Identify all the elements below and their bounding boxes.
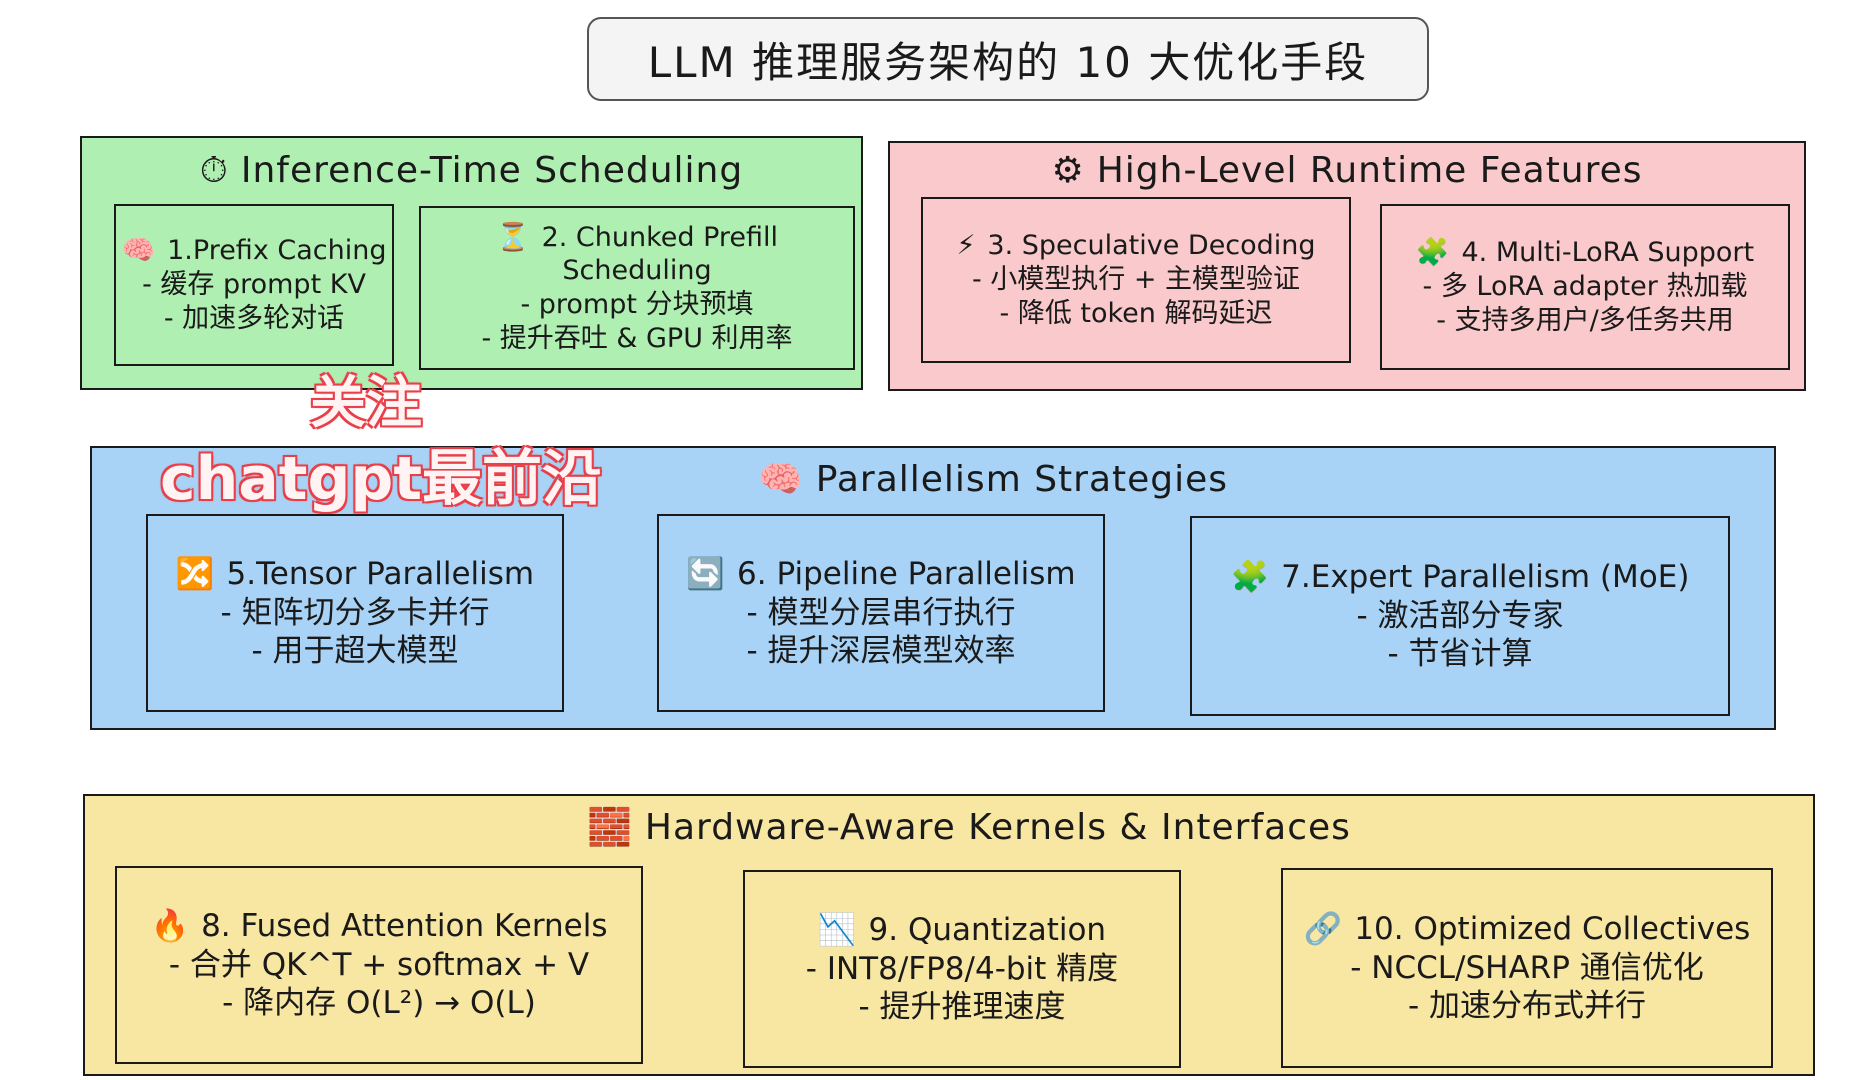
card-line: - 模型分层串行执行	[746, 594, 1016, 631]
card-line: - 加速多轮对话	[163, 302, 345, 334]
group-parallelism-strategies: 🧠 Parallelism Strategies 🔀5.Tensor Parall…	[90, 446, 1776, 730]
card-line: - 支持多用户/多任务共用	[1436, 304, 1734, 336]
card-line: - 提升推理速度	[858, 989, 1066, 1026]
group-title-text: High-Level Runtime Features	[1096, 150, 1643, 191]
card-line: - 降低 token 解码延迟	[999, 297, 1273, 329]
card-line: - 用于超大模型	[251, 633, 459, 670]
card-fused-attention-kernels: 🔥8. Fused Attention Kernels - 合并 QK^T + …	[115, 866, 643, 1064]
group-title-hardware: 🧱 Hardware-Aware Kernels & Interfaces	[125, 806, 1813, 848]
card-line: - 提升吞吐 & GPU 利用率	[481, 322, 793, 354]
puzzle-icon: 🧩	[1230, 558, 1270, 595]
fire-icon: 🔥	[150, 907, 190, 944]
card-speculative-decoding: ⚡3. Speculative Decoding - 小模型执行 + 主模型验证…	[921, 197, 1351, 363]
card-heading: 🔀5.Tensor Parallelism	[175, 555, 535, 592]
brain-icon: 🧠	[757, 459, 804, 500]
card-pipeline-parallelism: 🔄6. Pipeline Parallelism - 模型分层串行执行 - 提升…	[657, 514, 1105, 712]
card-expert-parallelism: 🧩7.Expert Parallelism (MoE) - 激活部分专家 - 节…	[1190, 516, 1730, 716]
card-line: - 多 LoRA adapter 热加载	[1422, 271, 1748, 303]
bricks-icon: 🧱	[587, 807, 633, 848]
card-line: - 矩阵切分多卡并行	[220, 594, 490, 631]
brain-icon: 🧠	[121, 235, 156, 267]
gear-icon: ⚙	[1051, 150, 1085, 191]
card-heading: 🔥8. Fused Attention Kernels	[150, 907, 608, 944]
diagram-title: LLM 推理服务架构的 10 大优化手段	[587, 17, 1429, 101]
card-heading: 🔄6. Pipeline Parallelism	[686, 555, 1076, 592]
stopwatch-icon: ⏱	[199, 150, 229, 191]
card-line: - 缓存 prompt KV	[142, 269, 366, 301]
card-line: - 小模型执行 + 主模型验证	[971, 264, 1301, 296]
card-heading: 🔗10. Optimized Collectives	[1303, 910, 1751, 947]
lightning-icon: ⚡	[956, 230, 976, 262]
diagram-title-text: LLM 推理服务架构的 10 大优化手段	[647, 37, 1369, 87]
group-title-text: Parallelism Strategies	[815, 459, 1229, 500]
card-heading: 🧩7.Expert Parallelism (MoE)	[1230, 558, 1690, 595]
hourglass-icon: ⏳	[495, 221, 530, 253]
card-optimized-collectives: 🔗10. Optimized Collectives - NCCL/SHARP …	[1281, 868, 1773, 1068]
card-heading: ⏳2. Chunked Prefill	[495, 221, 779, 253]
card-line: - INT8/FP8/4-bit 精度	[805, 950, 1119, 987]
watermark-line2: chatgpt最前沿	[160, 444, 603, 514]
card-chunked-prefill: ⏳2. Chunked Prefill Scheduling - prompt …	[419, 206, 855, 370]
card-line: - 节省计算	[1387, 636, 1533, 673]
card-line: - NCCL/SHARP 通信优化	[1350, 949, 1704, 986]
puzzle-icon: 🧩	[1415, 237, 1450, 269]
chart-down-icon: 📉	[817, 911, 857, 948]
group-inference-time-scheduling: ⏱ Inference-Time Scheduling 🧠1.Prefix Cac…	[80, 136, 863, 390]
link-icon: 🔗	[1303, 910, 1343, 947]
group-title-runtime: ⚙ High-Level Runtime Features	[890, 150, 1804, 191]
card-quantization: 📉9. Quantization - INT8/FP8/4-bit 精度 - 提…	[743, 870, 1181, 1068]
card-heading: 🧠1.Prefix Caching	[121, 235, 387, 267]
group-title-parallelism: 🧠 Parallelism Strategies	[212, 458, 1774, 500]
card-line: - 降内存 O(L²) → O(L)	[222, 985, 536, 1022]
group-hardware-aware-kernels: 🧱 Hardware-Aware Kernels & Interfaces 🔥8.…	[83, 794, 1815, 1076]
card-tensor-parallelism: 🔀5.Tensor Parallelism - 矩阵切分多卡并行 - 用于超大模…	[146, 514, 564, 712]
card-prefix-caching: 🧠1.Prefix Caching - 缓存 prompt KV - 加速多轮对…	[114, 204, 394, 366]
refresh-icon: 🔄	[686, 555, 726, 592]
card-line: Scheduling	[562, 255, 712, 287]
card-heading: 🧩4. Multi-LoRA Support	[1415, 237, 1755, 269]
group-title-scheduling: ⏱ Inference-Time Scheduling	[82, 150, 861, 192]
card-line: - 激活部分专家	[1356, 597, 1564, 634]
card-heading: ⚡3. Speculative Decoding	[956, 230, 1316, 262]
group-high-level-runtime-features: ⚙ High-Level Runtime Features ⚡3. Specula…	[888, 141, 1806, 391]
card-line: - prompt 分块预填	[520, 289, 754, 320]
shuffle-icon: 🔀	[175, 555, 215, 592]
card-line: - 合并 QK^T + softmax + V	[168, 946, 590, 983]
group-title-text: Inference-Time Scheduling	[240, 150, 744, 191]
card-line: - 提升深层模型效率	[746, 633, 1016, 670]
card-heading: 📉9. Quantization	[817, 911, 1107, 948]
watermark-line1: 关注	[310, 371, 422, 436]
group-title-text: Hardware-Aware Kernels & Interfaces	[644, 807, 1351, 848]
card-line: - 加速分布式并行	[1407, 988, 1647, 1025]
card-multi-lora: 🧩4. Multi-LoRA Support - 多 LoRA adapter …	[1380, 204, 1790, 370]
